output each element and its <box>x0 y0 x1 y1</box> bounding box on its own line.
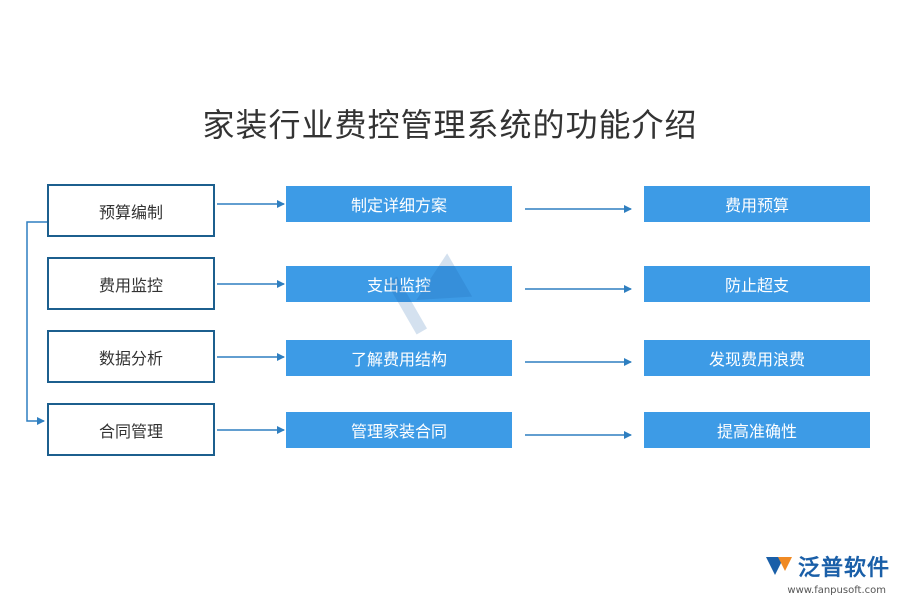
action-box-analysis: 了解费用结构 <box>286 340 512 376</box>
result-box-analysis: 发现费用浪费 <box>644 340 870 376</box>
category-box-monitoring: 费用监控 <box>47 257 215 310</box>
brand-logo-icon <box>765 557 792 575</box>
category-box-budget: 预算编制 <box>47 184 215 237</box>
watermark-logo <box>386 253 473 335</box>
action-box-budget: 制定详细方案 <box>286 186 512 222</box>
result-box-budget: 费用预算 <box>644 186 870 222</box>
result-box-monitoring: 防止超支 <box>644 266 870 302</box>
category-box-analysis: 数据分析 <box>47 330 215 383</box>
action-box-contract: 管理家装合同 <box>286 412 512 448</box>
category-box-contract: 合同管理 <box>47 403 215 456</box>
brand-name: 泛普软件 <box>797 556 890 581</box>
brand-logo: 泛普软件 <box>764 550 890 582</box>
brand-url: www.fanpusoft.com <box>787 585 886 596</box>
result-box-contract: 提高准确性 <box>644 412 870 448</box>
left-bracket-line <box>26 221 47 425</box>
diagram-title: 家装行业费控管理系统的功能介绍 <box>202 106 698 144</box>
action-box-monitoring: 支出监控 <box>286 266 512 302</box>
